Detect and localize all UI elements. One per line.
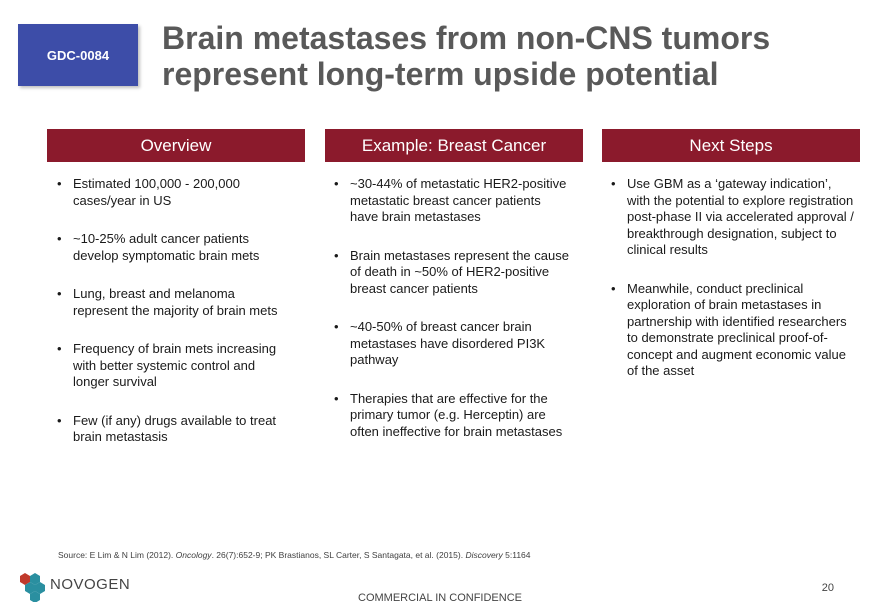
source-text: . 26(7):652-9; PK Brastianos, SL Carter,… bbox=[211, 550, 466, 560]
column-header-example: Example: Breast Cancer bbox=[325, 129, 583, 162]
list-item: Therapies that are effective for the pri… bbox=[334, 391, 570, 441]
column-header-next-steps: Next Steps bbox=[602, 129, 860, 162]
project-tag: GDC-0084 bbox=[18, 24, 138, 86]
slide-title: Brain metastases from non-CNS tumors rep… bbox=[162, 20, 862, 92]
source-journal: Oncology bbox=[175, 550, 212, 560]
list-item: Estimated 100,000 - 200,000 cases/year i… bbox=[57, 176, 289, 209]
source-text: 5:1164 bbox=[502, 550, 531, 560]
source-journal: Discovery bbox=[465, 550, 503, 560]
logo-text: NOVOGEN bbox=[50, 576, 131, 593]
list-item: Brain metastases represent the cause of … bbox=[334, 248, 570, 298]
list-item: Meanwhile, conduct preclinical explorati… bbox=[611, 281, 855, 380]
next-steps-list: Use GBM as a ‘gateway indication’, with … bbox=[611, 176, 855, 380]
overview-column: Estimated 100,000 - 200,000 cases/year i… bbox=[57, 176, 289, 468]
list-item: ~10-25% adult cancer patients develop sy… bbox=[57, 231, 289, 264]
list-item: ~30-44% of metastatic HER2-positive meta… bbox=[334, 176, 570, 226]
list-item: Frequency of brain mets increasing with … bbox=[57, 341, 289, 391]
list-item: Use GBM as a ‘gateway indication’, with … bbox=[611, 176, 855, 259]
title-line-1: Brain metastases from non-CNS tumors bbox=[162, 20, 771, 56]
list-item: Lung, breast and melanoma represent the … bbox=[57, 286, 289, 319]
example-list: ~30-44% of metastatic HER2-positive meta… bbox=[334, 176, 570, 440]
novogen-logo-icon bbox=[20, 573, 45, 602]
list-item: ~40-50% of breast cancer brain metastase… bbox=[334, 319, 570, 369]
example-column: ~30-44% of metastatic HER2-positive meta… bbox=[334, 176, 570, 462]
overview-list: Estimated 100,000 - 200,000 cases/year i… bbox=[57, 176, 289, 446]
title-line-2: represent long-term upside potential bbox=[162, 56, 719, 92]
next-steps-column: Use GBM as a ‘gateway indication’, with … bbox=[611, 176, 855, 402]
list-item: Few (if any) drugs available to treat br… bbox=[57, 413, 289, 446]
confidential-notice: COMMERCIAL IN CONFIDENCE bbox=[358, 592, 522, 604]
source-citation: Source: E Lim & N Lim (2012). Oncology. … bbox=[58, 550, 531, 560]
column-header-overview: Overview bbox=[47, 129, 305, 162]
page-number: 20 bbox=[821, 582, 834, 594]
source-text: Source: E Lim & N Lim (2012). bbox=[58, 550, 176, 560]
